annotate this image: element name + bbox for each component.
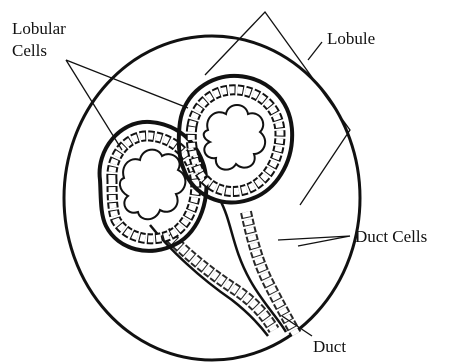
duct-cell-row-inner xyxy=(246,212,296,334)
left-lobule xyxy=(100,122,207,251)
label-duct: Duct xyxy=(313,337,346,356)
leader-lobule xyxy=(308,42,322,60)
label-lobular-cells-2: Cells xyxy=(12,41,47,60)
label-lobular-cells-1: Lobular xyxy=(12,19,66,38)
label-duct-cells: Duct Cells xyxy=(355,227,427,246)
label-lobule: Lobule xyxy=(327,29,375,48)
